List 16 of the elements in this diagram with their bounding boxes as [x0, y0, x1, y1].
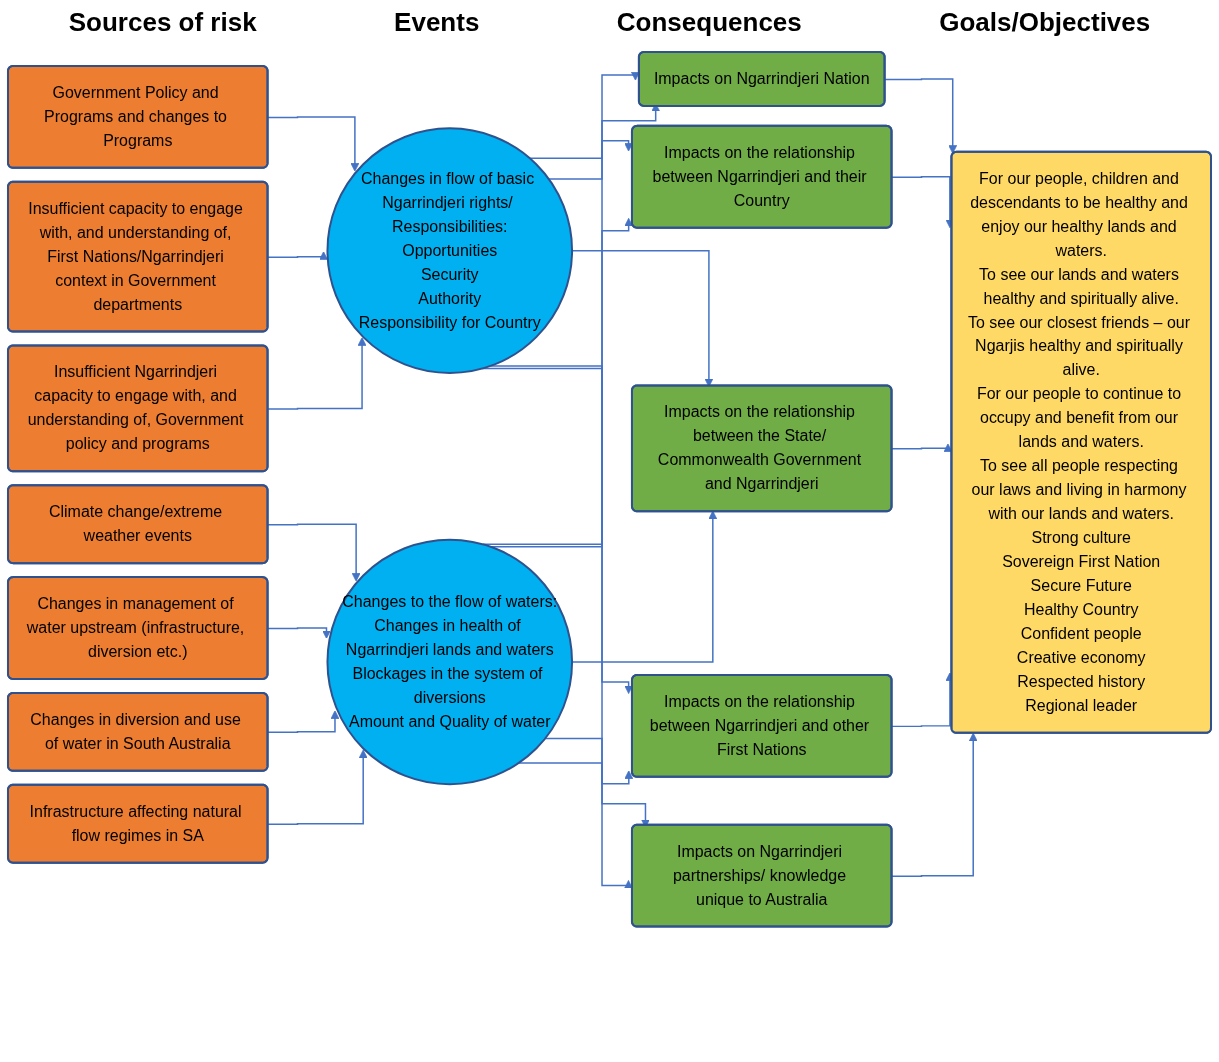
- arrow: [267, 710, 340, 734]
- arrow: [544, 737, 634, 785]
- arrow: [267, 627, 331, 639]
- arrow: [267, 337, 367, 410]
- arrow: [267, 749, 368, 825]
- arrow: [267, 116, 360, 172]
- column-heading: Sources of risk: [68, 6, 257, 38]
- node-circle: Changes in flow of basic Ngarrindjeri rights/ Responsibilities: Opportunities Security Authority Responsibility for Country: [326, 127, 574, 374]
- arrow: [884, 78, 958, 154]
- arrow: [267, 251, 328, 260]
- column-heading: Goals/Objectives: [939, 6, 1151, 38]
- arrow: [267, 523, 361, 582]
- node-circle: Changes to the flow of waters: Changes in health of Ngarrindjeri lands and waters Blockages in the system of diversions Amount and Quality of water: [326, 538, 574, 786]
- column-heading: Events: [394, 6, 480, 38]
- column-heading: Consequences: [616, 6, 802, 38]
- arrow: [891, 732, 978, 877]
